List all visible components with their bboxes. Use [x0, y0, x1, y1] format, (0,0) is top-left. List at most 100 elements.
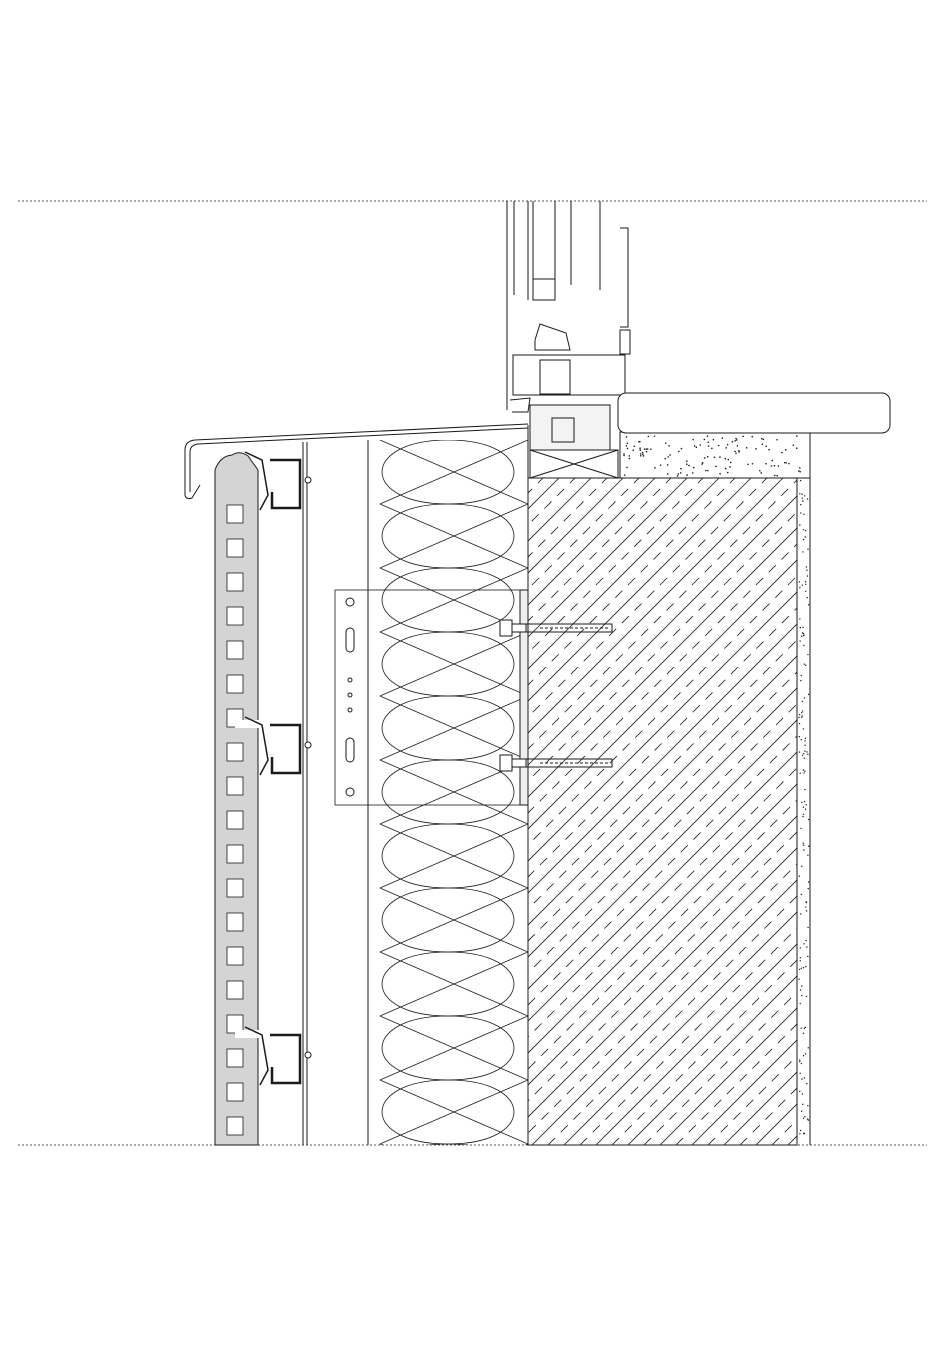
aggregate-dot [792, 444, 795, 446]
aggregate-dot [715, 465, 717, 468]
insulation-line [379, 631, 528, 697]
aggregate-dot [807, 955, 809, 958]
aggregate-dot [736, 445, 739, 447]
aggregate-dot [800, 967, 803, 970]
insulation-line [379, 1143, 384, 1145]
aggregate-dot [699, 444, 702, 446]
cladding-cavity [226, 674, 244, 694]
cladding-body [214, 452, 259, 1146]
hatch-dash-line [528, 478, 576, 526]
anchor-head [499, 619, 513, 637]
aggregate-dot [727, 458, 730, 461]
aggregate-dot [799, 957, 802, 959]
aggregate-dot [642, 455, 645, 457]
aggregate-dot [745, 447, 748, 449]
aggregate-dot [805, 965, 807, 968]
cladding-cavity [226, 606, 244, 626]
aggregate-dot [707, 445, 710, 447]
hatch-line [528, 478, 752, 702]
aggregate-dot [800, 674, 803, 677]
aggregate-dot [721, 437, 724, 439]
aggregate-dot [726, 471, 729, 474]
aggregate-dot [801, 985, 803, 987]
aggregate-dot [804, 536, 806, 538]
aggregate-dot [798, 714, 801, 716]
rail-profile [270, 458, 302, 510]
aggregate-dot [802, 844, 805, 846]
aggregate-dot [801, 497, 804, 499]
insulation-line [379, 440, 528, 505]
aggregate-dot [807, 604, 810, 606]
aggregate-dot [802, 815, 804, 818]
aggregate-dot [804, 808, 807, 810]
aggregate-dot [795, 447, 798, 449]
aggregate-dot [805, 590, 807, 592]
aggregate-dot [640, 454, 642, 457]
clip [244, 716, 269, 776]
aggregate-dot [798, 722, 801, 725]
aggregate-dot [751, 462, 754, 465]
anchor-washer [511, 623, 527, 633]
aggregate-dot [804, 529, 807, 532]
insulation-line [379, 951, 528, 1017]
hatch-dash-line [836, 478, 945, 1145]
aggregate-dot [686, 474, 688, 476]
clip [244, 451, 269, 511]
aggregate-dot [802, 626, 804, 629]
aggregate-dot [645, 448, 648, 450]
hatch-dash-line [528, 478, 736, 686]
aggregate-dot [804, 581, 807, 583]
aggregate-dot [626, 442, 629, 445]
aggregate-dot [806, 751, 808, 753]
aggregate-dot [667, 456, 669, 458]
hatch-dash-line [528, 543, 797, 814]
aggregate-dot [625, 436, 628, 438]
aggregate-dot [669, 454, 671, 456]
aggregate-dot [659, 464, 662, 466]
aggregate-dot [801, 754, 804, 757]
cladding-cavity [226, 878, 244, 898]
aggregate-dot [800, 679, 802, 682]
aggregate-dot [680, 467, 682, 470]
aggregate-dot [692, 466, 695, 469]
aggregate-dot [800, 1062, 803, 1065]
hatch-line [787, 1135, 797, 1145]
aggregate-dot [806, 1083, 808, 1085]
insulation-line [379, 567, 528, 633]
aggregate-dot [760, 437, 763, 440]
aggregate-dot [805, 664, 807, 667]
aggregate-dot [802, 1103, 804, 1106]
aggregate-dot [800, 635, 803, 637]
aggregate-dot [705, 469, 707, 472]
aggregate-dot [801, 710, 804, 712]
aggregate-dot [747, 463, 749, 466]
aggregate-dot [796, 435, 798, 437]
aggregate-dot [798, 751, 801, 753]
hatch-line [659, 1007, 797, 1145]
aggregate-dot [724, 467, 727, 470]
aggregate-dot [803, 1027, 806, 1029]
aggregate-dot [799, 989, 802, 991]
aggregate-dot [628, 457, 631, 460]
hatch-line [528, 478, 656, 606]
screed [619, 431, 811, 479]
aggregate-dot [800, 913, 802, 915]
aggregate-dot [798, 875, 800, 877]
aggregate-dot [645, 450, 648, 453]
hatch-line [528, 655, 797, 926]
aggregate-dot [799, 1072, 801, 1075]
aggregate-dot [800, 512, 802, 514]
aggregate-dot [807, 548, 809, 550]
hatch-line [528, 783, 797, 1054]
aggregate-dot [804, 770, 806, 772]
aggregate-dot [711, 447, 713, 450]
hatch-dash-line [528, 478, 704, 654]
hatch-line [627, 975, 797, 1145]
aggregate-dot [807, 854, 809, 856]
aggregate-dot [803, 772, 805, 774]
aggregate-dot [724, 457, 727, 460]
aggregate-dot [802, 500, 804, 502]
insulation-line [379, 823, 528, 889]
aggregate-dot [703, 457, 706, 459]
aggregate-dot [803, 752, 805, 755]
